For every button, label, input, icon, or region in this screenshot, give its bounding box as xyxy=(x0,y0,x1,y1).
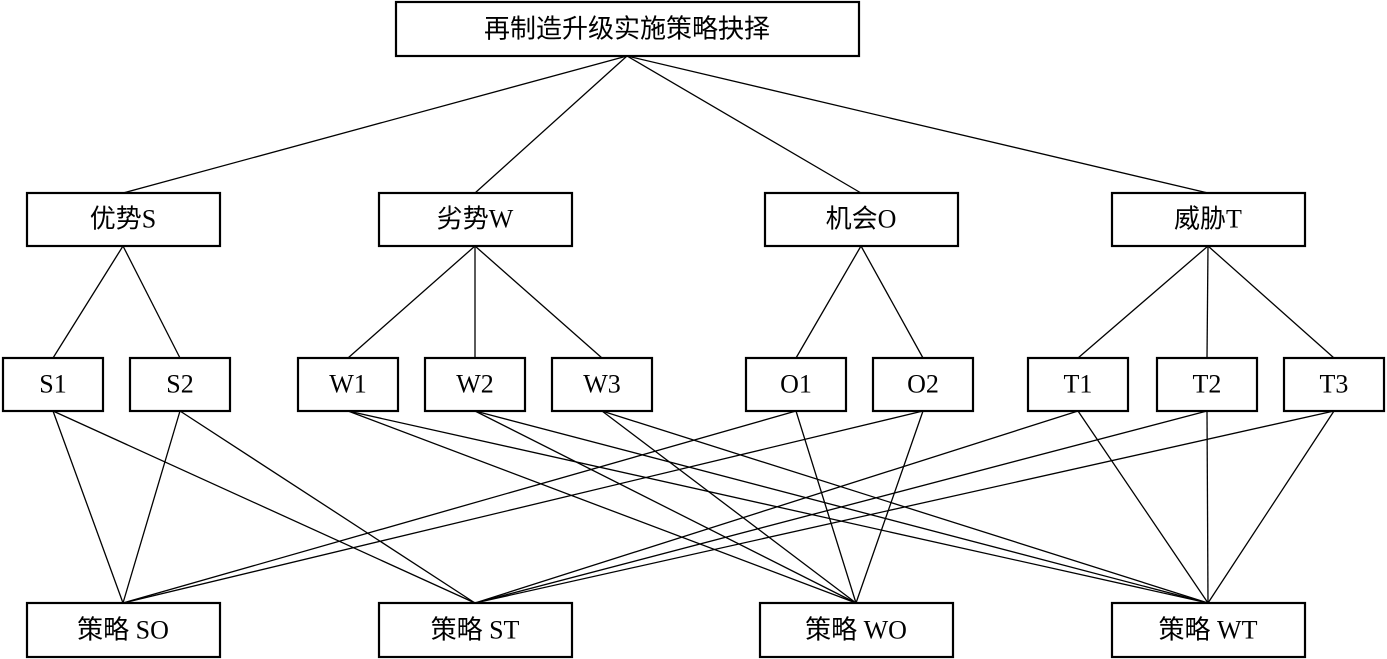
item-node-o2: O2 xyxy=(871,356,975,413)
edge-o-o2 xyxy=(860,245,924,359)
strategy-label-so: 策略 SO xyxy=(77,616,169,645)
factor-node-s: 优势S xyxy=(25,191,222,248)
item-label-w1: W1 xyxy=(329,370,367,399)
edge-w-w1 xyxy=(347,245,476,359)
factor-label-w: 劣势W xyxy=(437,205,514,234)
item-node-w2: W2 xyxy=(423,356,527,413)
factor-label-o: 机会O xyxy=(826,205,897,234)
edge-o-o1 xyxy=(795,245,862,359)
edge-o2-so xyxy=(122,410,924,604)
item-node-t1: T1 xyxy=(1026,356,1130,413)
item-node-s2: S2 xyxy=(128,356,232,413)
strategy-node-wo: 策略 WO xyxy=(758,601,955,659)
item-label-s1: S1 xyxy=(39,370,66,399)
edge-s1-so xyxy=(52,410,124,604)
strategy-label-wo: 策略 WO xyxy=(805,616,907,645)
edge-s2-st xyxy=(179,410,476,604)
strategy-node-wt: 策略 WT xyxy=(1110,601,1307,659)
edge-w3-wo xyxy=(601,410,857,604)
edge-w1-wt xyxy=(347,410,1209,604)
item-node-o1: O1 xyxy=(744,356,848,413)
root-node: 再制造升级实施策略抉择 xyxy=(394,0,861,58)
edge-root-o xyxy=(626,55,862,194)
factor-node-w: 劣势W xyxy=(377,191,574,248)
connector-lines xyxy=(52,55,1335,604)
edge-w2-wt xyxy=(474,410,1209,604)
strategy-node-st: 策略 ST xyxy=(377,601,574,659)
edge-s1-st xyxy=(52,410,476,604)
edge-s-s1 xyxy=(52,245,124,359)
item-label-w2: W2 xyxy=(456,370,494,399)
edge-s-s2 xyxy=(122,245,181,359)
item-label-s2: S2 xyxy=(166,370,193,399)
strategy-node-so: 策略 SO xyxy=(25,601,222,659)
edge-root-t xyxy=(626,55,1209,194)
root-node-label: 再制造升级实施策略抉择 xyxy=(484,15,770,44)
factor-label-s: 优势S xyxy=(90,205,156,234)
strategy-label-st: 策略 ST xyxy=(431,616,520,645)
item-node-w3: W3 xyxy=(550,356,654,413)
item-label-t2: T2 xyxy=(1193,370,1222,399)
edge-root-s xyxy=(122,55,628,194)
edge-o2-wo xyxy=(855,410,924,604)
item-label-o1: O1 xyxy=(780,370,812,399)
item-label-w3: W3 xyxy=(583,370,621,399)
edge-t-t1 xyxy=(1077,245,1209,359)
item-node-w1: W1 xyxy=(296,356,400,413)
edge-w3-wt xyxy=(601,410,1209,604)
edge-w1-wo xyxy=(347,410,857,604)
edge-w-w3 xyxy=(474,245,603,359)
edge-o1-wo xyxy=(795,410,857,604)
edge-s2-so xyxy=(122,410,181,604)
edge-t1-wt xyxy=(1077,410,1209,604)
factor-node-t: 威胁T xyxy=(1110,191,1307,248)
item-node-t2: T2 xyxy=(1155,356,1259,413)
factor-label-t: 威胁T xyxy=(1174,205,1242,234)
factor-node-o: 机会O xyxy=(763,191,960,248)
edge-t3-wt xyxy=(1207,410,1335,604)
edge-t-t2 xyxy=(1206,245,1209,359)
item-label-o2: O2 xyxy=(907,370,939,399)
strategy-label-wt: 策略 WT xyxy=(1159,616,1258,645)
edge-t2-wt xyxy=(1206,410,1209,604)
edge-root-w xyxy=(474,55,628,194)
item-node-s1: S1 xyxy=(1,356,105,413)
item-label-t1: T1 xyxy=(1064,370,1093,399)
edge-o1-so xyxy=(122,410,797,604)
item-label-t3: T3 xyxy=(1320,370,1349,399)
item-node-t3: T3 xyxy=(1282,356,1386,413)
edge-t-t3 xyxy=(1207,245,1335,359)
edge-w2-wo xyxy=(474,410,857,604)
